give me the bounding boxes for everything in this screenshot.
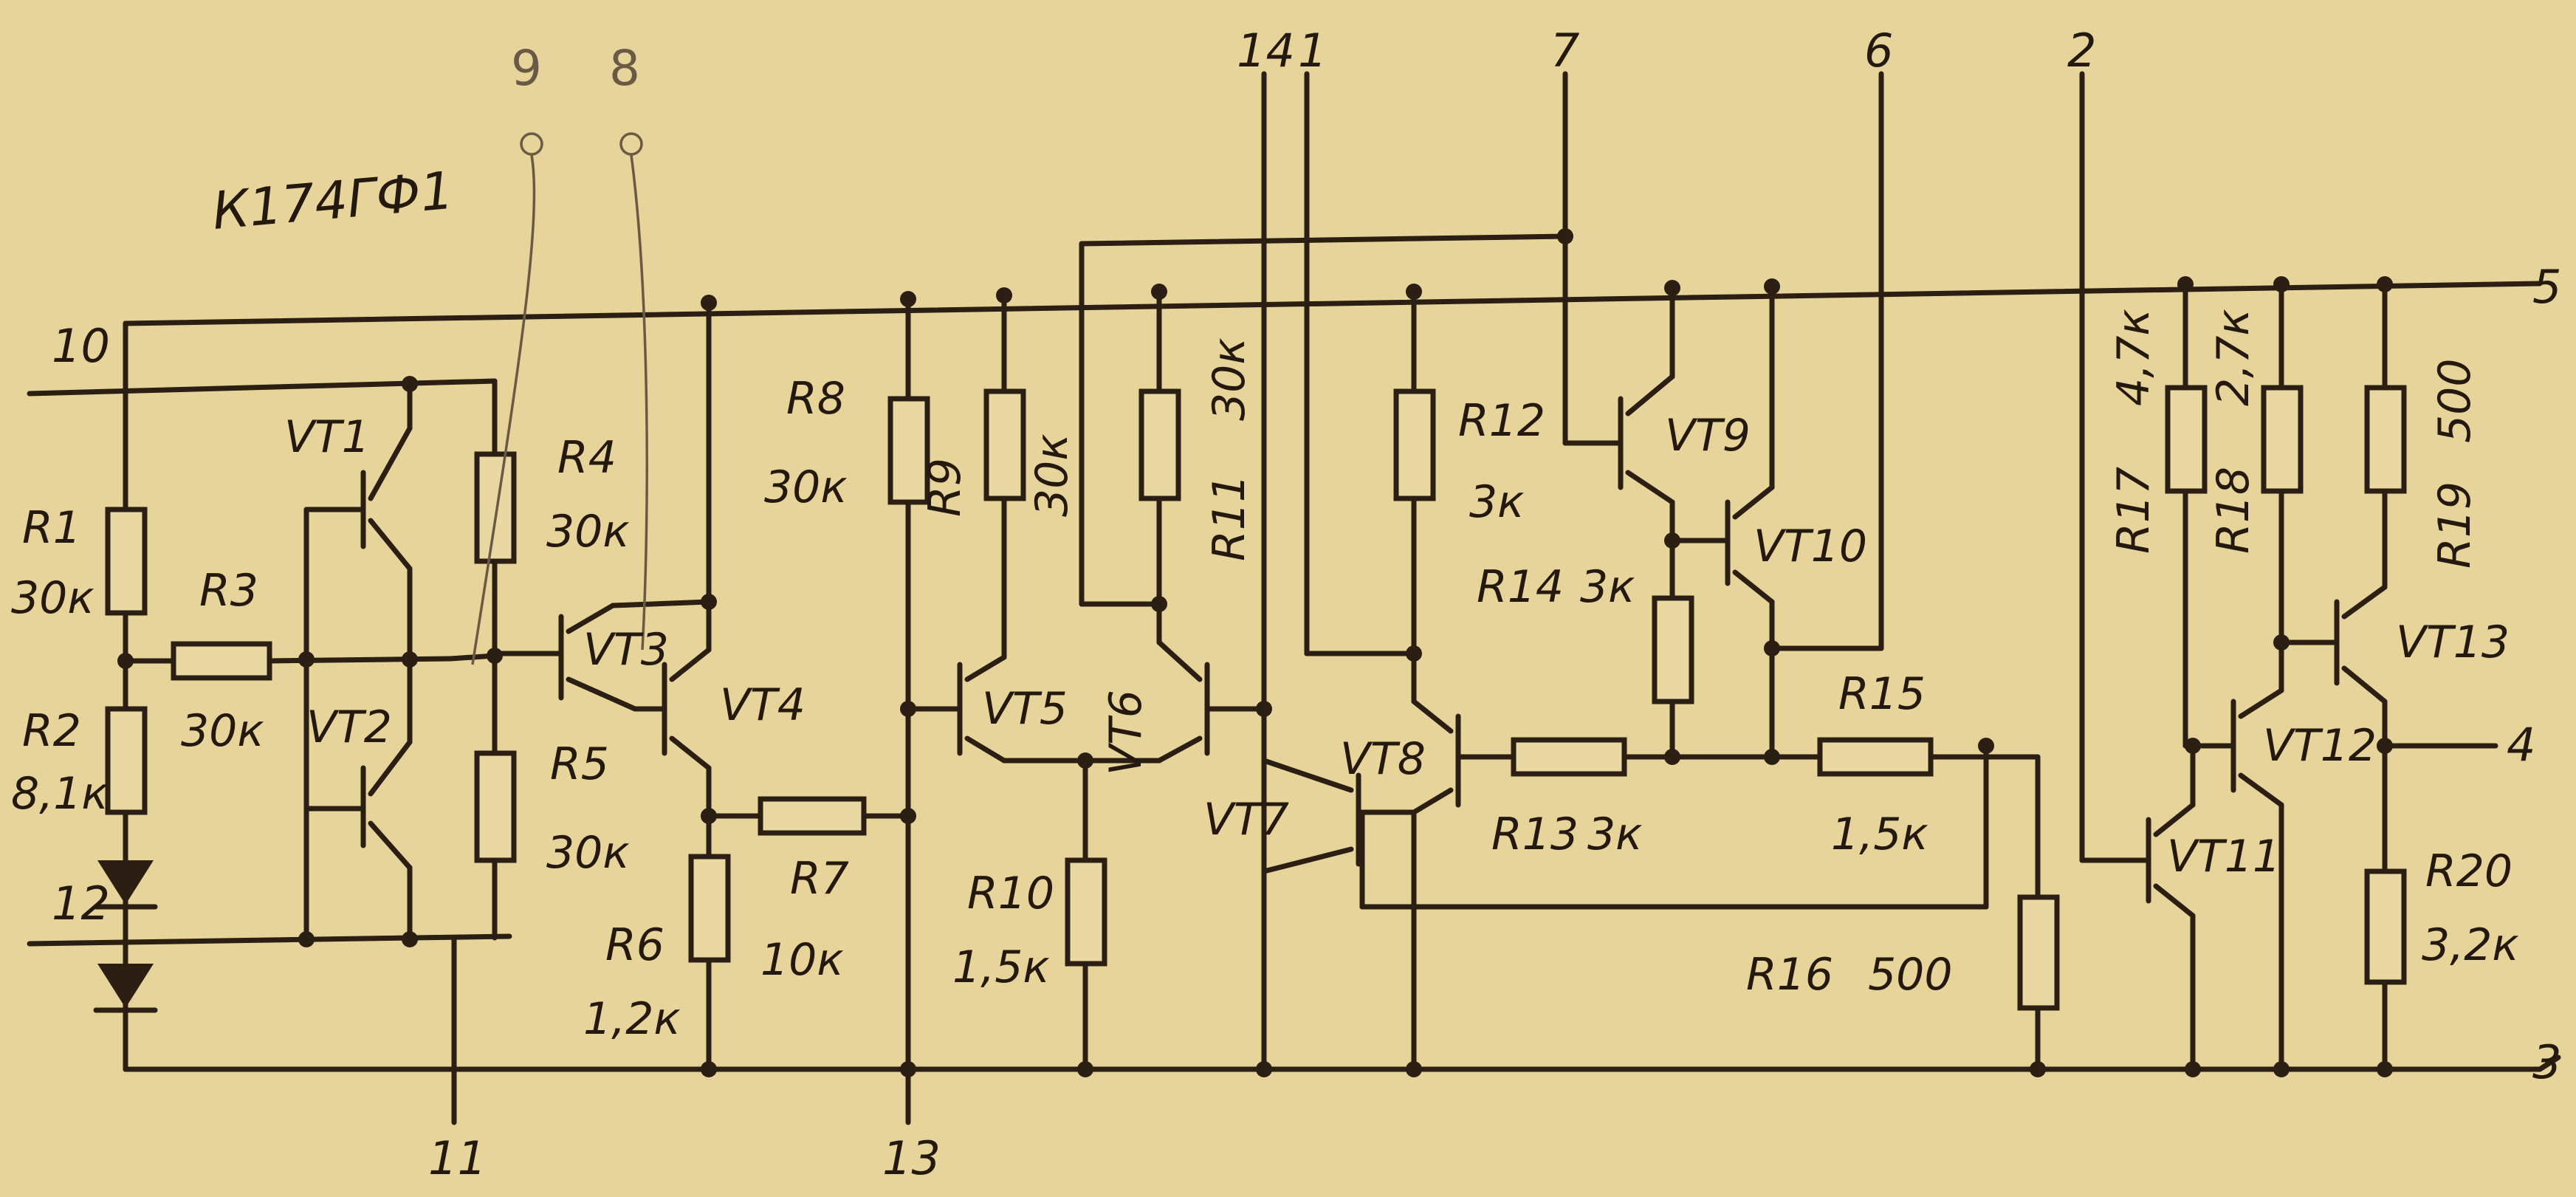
r9-name: R9 — [919, 458, 971, 517]
vt6-label: VT6 — [1100, 690, 1152, 775]
labels: К174ГФ1 9 8 10 12 11 13 14 1 7 6 2 5 4 3… — [11, 24, 2561, 1185]
r18-name: R18 — [2208, 467, 2259, 554]
vt5-label: VT5 — [982, 683, 1068, 735]
r12-name: R12 — [1458, 395, 1545, 447]
r19-name: R19 — [2429, 481, 2481, 569]
pin-13-label: 13 — [882, 1131, 941, 1185]
resistor-r13 — [1511, 737, 1627, 777]
pin-3-label: 3 — [2532, 1035, 2561, 1089]
r12-value: 3к — [1469, 476, 1524, 528]
chip-title: К174ГФ1 — [210, 160, 456, 241]
r6-name: R6 — [605, 919, 664, 971]
resistor-r2 — [105, 706, 148, 815]
vt12-label: VT12 — [2263, 720, 2377, 772]
resistor-r7 — [758, 796, 867, 836]
pin-8-label: 8 — [609, 40, 640, 97]
vt8-label: VT8 — [1340, 733, 1426, 785]
r7-name: R7 — [790, 853, 849, 905]
r17-name: R17 — [2108, 467, 2160, 554]
pin-5-label: 5 — [2532, 260, 2561, 314]
resistor-r3 — [171, 641, 272, 681]
r2-value: 8,1к — [11, 768, 109, 820]
pin-6-label: 6 — [1864, 24, 1893, 78]
vt9-label: VT9 — [1665, 410, 1751, 462]
differential-stage — [905, 71, 2060, 1077]
resistor-r1 — [105, 507, 148, 616]
r20-name: R20 — [2425, 846, 2513, 897]
resistor-r6 — [688, 854, 731, 963]
r9-value: 30к — [1026, 433, 1078, 517]
r8-value: 30к — [764, 462, 848, 513]
r5-value: 30к — [546, 827, 630, 879]
pin-10-label: 10 — [52, 319, 110, 373]
r15-value: 1,5к — [1831, 809, 1928, 860]
vt1-label: VT1 — [284, 411, 370, 463]
pin-2-label: 2 — [2067, 24, 2096, 78]
r11-value: 30к — [1203, 337, 1255, 421]
r13-value: 3к — [1587, 809, 1642, 860]
r18-value: 2,7к — [2208, 309, 2259, 406]
pin-1-label: 1 — [1298, 24, 1327, 78]
pin-12-label: 12 — [52, 877, 110, 930]
r10-value: 1,5к — [952, 942, 1050, 993]
resistor-r9 — [983, 388, 1026, 501]
resistor-r11 — [1138, 388, 1181, 501]
resistor-r19 — [2364, 385, 2407, 494]
vt4-label: VT4 — [720, 679, 806, 731]
r8-name: R8 — [786, 373, 845, 425]
r1-name: R1 — [22, 502, 81, 554]
resistor-r8 — [887, 396, 930, 505]
vt10-label: VT10 — [1754, 521, 1867, 572]
vt13-label: VT13 — [2396, 617, 2510, 668]
r10-name: R10 — [967, 868, 1054, 919]
r3-name: R3 — [199, 565, 258, 617]
r4-value: 30к — [546, 506, 630, 558]
r16-name: R16 — [1746, 949, 1833, 1001]
resistor-r12 — [1393, 388, 1436, 501]
resistor-r5 — [474, 750, 517, 863]
resistor-r17 — [2165, 385, 2208, 494]
vt7-label: VT7 — [1203, 794, 1289, 846]
output-stage — [2079, 71, 2498, 1077]
r14-value: 3к — [1580, 561, 1635, 613]
pin-7-label: 7 — [1550, 24, 1579, 78]
r6-value: 1,2к — [583, 993, 681, 1045]
diode-2 — [97, 964, 154, 1008]
r7-value: 10к — [760, 934, 844, 986]
pin-11-label: 11 — [428, 1131, 487, 1185]
vt3-label: VT3 — [583, 624, 669, 676]
r17-value: 4,7к — [2108, 309, 2160, 406]
diode-1 — [97, 860, 154, 905]
pin-4-label: 4 — [2507, 718, 2535, 772]
r11-name: R11 — [1203, 474, 1255, 561]
pin-14-label: 14 — [1237, 24, 1295, 78]
bias-network — [93, 291, 930, 1125]
pin-9-label: 9 — [511, 40, 542, 97]
r15-name: R15 — [1838, 668, 1926, 720]
pencil-pins — [471, 132, 648, 665]
vt2-label: VT2 — [306, 702, 392, 753]
r2-name: R2 — [22, 705, 81, 757]
r3-value: 30к — [181, 705, 264, 757]
r13-name: R13 — [1491, 809, 1579, 860]
r16-value: 500 — [1868, 949, 1953, 1001]
r4-name: R4 — [557, 432, 616, 484]
r19-value: 500 — [2429, 358, 2481, 443]
resistor-r18 — [2261, 385, 2304, 494]
r5-name: R5 — [550, 738, 609, 790]
r1-value: 30к — [11, 572, 95, 624]
resistor-r14 — [1652, 595, 1694, 704]
resistor-r16 — [2017, 894, 2060, 1011]
resistor-r10 — [1065, 857, 1107, 967]
resistor-r20 — [2364, 868, 2407, 985]
vt11-label: VT11 — [2167, 831, 2281, 882]
r20-value: 3,2к — [2422, 919, 2519, 971]
resistor-r4 — [474, 451, 517, 564]
resistor-r15 — [1817, 737, 1934, 777]
r14-name: R14 — [1477, 561, 1564, 613]
